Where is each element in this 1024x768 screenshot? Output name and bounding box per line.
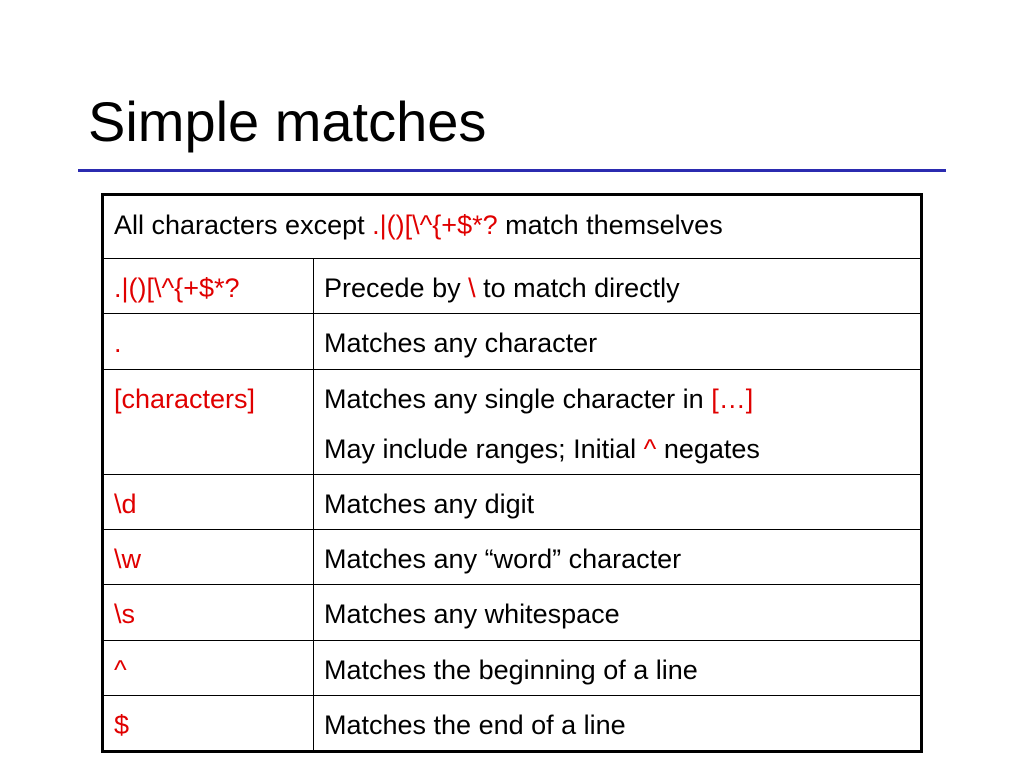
desc2-special: ^ [643,433,657,464]
pattern-cell: \s [103,584,314,641]
table-row: .|()[\^{+$*? Precede by \ to match direc… [103,258,921,315]
description-cell: Matches any character [313,313,921,370]
pattern-cell: \d [103,473,314,531]
description-line-2: May include ranges; Initial ^ negates [324,424,910,474]
desc-prefix: Matches any single character in [324,383,712,414]
table-row: $ Matches the end of a line [103,694,921,752]
title-underline [78,169,946,172]
table-row: \s Matches any whitespace [103,584,921,641]
pattern-cell: [characters] [103,368,314,475]
description-cell: Matches any whitespace [313,584,921,641]
table-header-row: All characters except .|()[\^{+$*? match… [103,194,921,260]
table-row: ^ Matches the beginning of a line [103,639,921,696]
table-row: \w Matches any “word” character [103,529,921,586]
description-line-1: Matches any single character in […] [324,374,910,424]
description-cell: Matches any “word” character [313,529,921,586]
regex-table-grid: All characters except .|()[\^{+$*? match… [103,194,921,752]
description-cell: Precede by \ to match directly [313,258,921,315]
desc2-prefix: May include ranges; Initial [324,433,644,464]
description-cell: Matches the end of a line [313,694,921,752]
header-special-chars: .|()[\^{+$*? [372,210,498,240]
desc-suffix: to match directly [475,273,680,304]
slide-title: Simple matches [88,90,487,153]
table-row: [characters] Matches any single characte… [103,368,921,475]
pattern-cell: ^ [103,639,314,696]
table-row: . Matches any character [103,313,921,370]
pattern-cell: \w [103,529,314,586]
regex-table: All characters except .|()[\^{+$*? match… [101,193,923,753]
description-cell: Matches any digit [313,473,921,531]
header-cell: All characters except .|()[\^{+$*? match… [103,194,921,260]
pattern-cell: $ [103,694,314,752]
table-row: \d Matches any digit [103,473,921,531]
desc-special: \ [468,273,476,304]
desc-prefix: Precede by [324,273,469,304]
pattern-cell: .|()[\^{+$*? [103,258,314,315]
pattern-cell: . [103,313,314,370]
desc-special: […] [711,383,754,414]
header-prefix: All characters except [114,210,373,240]
description-cell: Matches the beginning of a line [313,639,921,696]
desc2-suffix: negates [656,433,760,464]
description-cell: Matches any single character in […] May … [313,368,921,475]
header-suffix: match themselves [497,210,723,240]
